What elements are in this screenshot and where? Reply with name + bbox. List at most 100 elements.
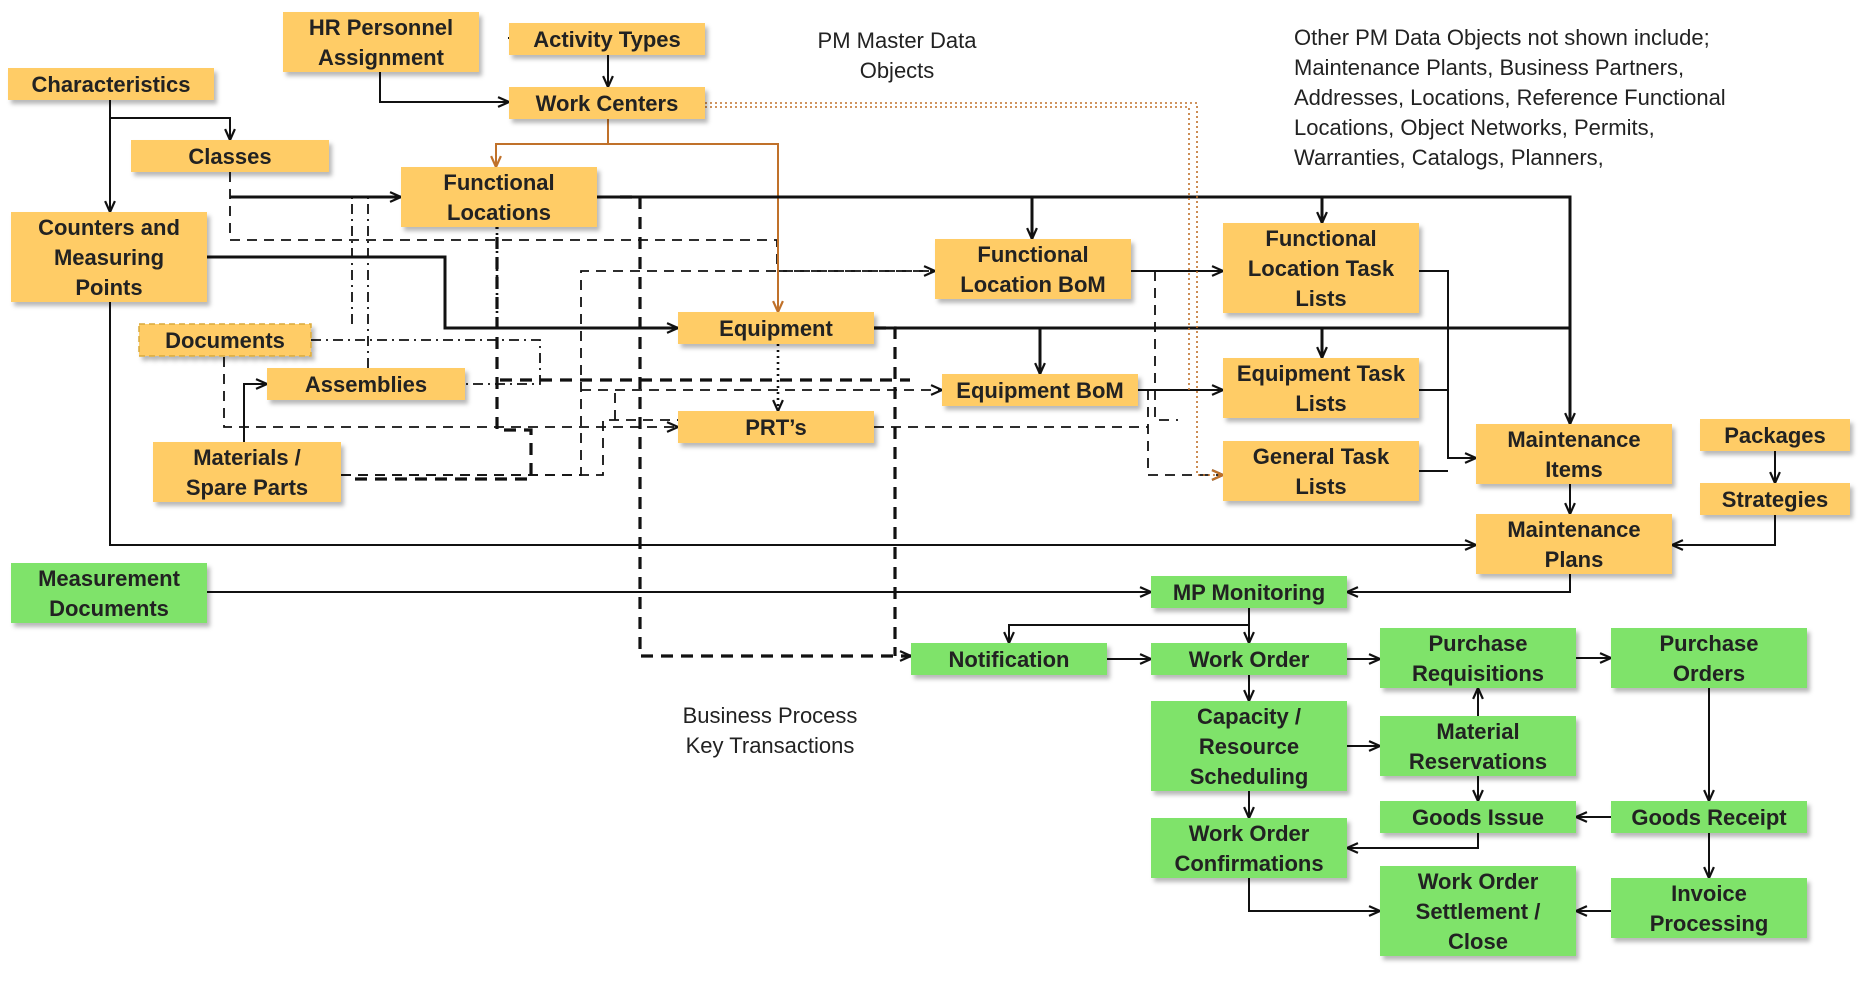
node-label: Requisitions [1412,661,1544,686]
connector-40 [109,302,1476,546]
node-label: Location Task [1248,256,1395,281]
connector-47 [1008,624,1249,643]
node-label: Work Order [1189,821,1310,846]
connector-6 [495,119,609,167]
node-box [153,442,341,502]
node-characteristics: Characteristics [8,68,214,100]
node-label: Lists [1295,474,1346,499]
connector-35 [243,383,267,442]
title-line-1: PM Master Data [818,28,978,53]
connector-43 [1672,515,1776,546]
connector-45 [1347,574,1571,593]
node-goods-receipt: Goods Receipt [1611,801,1807,833]
note-line-2: Maintenance Plants, Business Partners, [1294,55,1684,80]
node-label: Counters and [38,215,180,240]
node-label: Lists [1295,286,1346,311]
connector-38 [705,102,1223,476]
connector-34 [367,196,401,368]
node-work-centers: Work Centers [509,87,705,119]
node-activity-types: Activity Types [509,23,705,55]
node-label: Documents [165,328,285,353]
node-label: General Task [1253,444,1390,469]
connector-9 [597,195,1572,424]
node-label: Assignment [318,45,445,70]
node-label: Confirmations [1174,851,1323,876]
node-goods-issue: Goods Issue [1380,801,1576,833]
node-label: Measurement [38,566,181,591]
node-box [911,643,1107,675]
node-label: Documents [49,596,169,621]
note-line-3: Addresses, Locations, Reference Function… [1294,85,1726,110]
node-box [1151,643,1347,675]
connector-8 [207,255,678,330]
node-label: Maintenance [1507,427,1640,452]
node-mp-monitoring: MP Monitoring [1151,576,1347,608]
node-label: Assemblies [305,372,427,397]
connector-13 [1154,271,1178,421]
node-label: Orders [1673,661,1745,686]
connector-27 [341,419,678,476]
node-box [131,140,329,172]
connector-1 [379,72,509,103]
node-label: Plans [1545,547,1604,572]
node-label: MP Monitoring [1173,580,1325,605]
node-work-order: Work Order [1151,643,1347,675]
node-classes: Classes [131,140,329,172]
connector-33 [311,339,541,385]
node-documents: Documents [138,323,312,357]
node-label: Invoice [1671,881,1747,906]
node-label: Points [75,275,142,300]
node-box [1611,628,1807,688]
node-label: Notification [949,647,1070,672]
node-box [678,411,874,443]
node-label: Characteristics [32,72,191,97]
node-box [138,323,312,357]
node-box [1223,223,1419,313]
node-label: Classes [188,144,271,169]
node-box [283,12,479,72]
connector-19 [1419,270,1476,459]
node-box [1476,514,1672,574]
node-box [1151,818,1347,878]
node-label: Purchase [1428,631,1527,656]
node-prts: PRT’s [678,411,874,443]
arrow-head [930,384,945,396]
node-label: Resource [1199,734,1299,759]
node-assemblies: Assemblies [267,368,465,400]
node-box [509,87,705,119]
business-process-label: Business Process Key Transactions [683,703,858,758]
title-line-2: Objects [860,58,935,83]
process-label-line-1: Business Process [683,703,858,728]
node-notification: Notification [911,643,1107,675]
node-box [1380,866,1576,956]
other-objects-note: Other PM Data Objects not shown include;… [1294,25,1726,170]
node-label: Material [1436,719,1519,744]
node-label: Strategies [1722,487,1828,512]
node-label: Functional [977,242,1088,267]
node-label: Work Order [1189,647,1310,672]
node-box [1380,801,1576,833]
node-label: Equipment Task [1237,361,1406,386]
node-label: Purchase [1659,631,1758,656]
node-box [8,68,214,100]
node-box [1611,878,1807,938]
node-box [1700,419,1850,451]
connector-31 [223,340,678,428]
process-label-line-2: Key Transactions [686,733,855,758]
node-label: Settlement / [1416,899,1541,924]
note-line-4: Locations, Object Networks, Permits, [1294,115,1655,140]
node-box [267,368,465,400]
